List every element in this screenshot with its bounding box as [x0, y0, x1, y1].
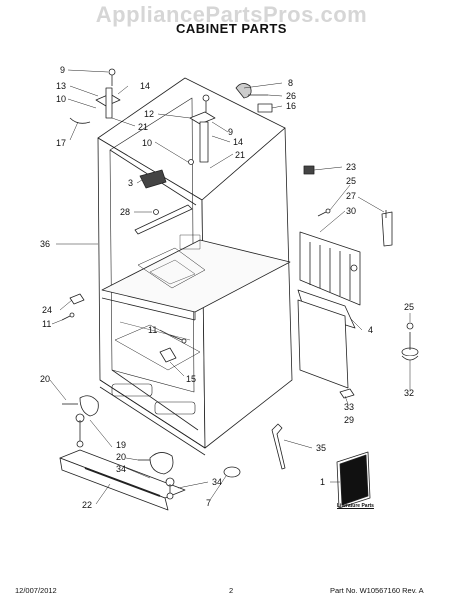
leader-lines [49, 69, 411, 505]
callout-20-a: 20 [40, 374, 50, 384]
callout-21-b: 21 [235, 150, 245, 160]
leveling-foot [401, 322, 419, 361]
callout-21-a: 21 [138, 122, 148, 132]
center-top-hinge [188, 94, 216, 165]
washer-ring [223, 466, 241, 478]
drain-part [159, 347, 177, 363]
literature-label: Literature Parts [337, 503, 374, 509]
screw-part [317, 208, 331, 217]
left-top-hinge [69, 68, 121, 124]
footer-date: 12/007/2012 [15, 586, 57, 595]
literature-booklet [336, 451, 371, 509]
hinge-wrench [271, 423, 286, 470]
callout-25-b: 25 [404, 302, 414, 312]
callout-16: 16 [286, 101, 296, 111]
callout-12: 12 [144, 109, 154, 119]
callout-28: 28 [120, 207, 130, 217]
callout-24: 24 [42, 305, 52, 315]
callout-9-a: 9 [60, 65, 65, 75]
callout-11-a: 11 [42, 319, 51, 329]
callout-9-b: 9 [228, 127, 233, 137]
callout-10-a: 10 [56, 94, 66, 104]
toe-grille [59, 449, 186, 511]
callout-33: 33 [344, 402, 354, 412]
callout-36: 36 [40, 239, 50, 249]
callout-29: 29 [344, 415, 354, 425]
callout-14-a: 14 [140, 81, 150, 91]
callout-13: 13 [56, 81, 66, 91]
rear-access-panel [299, 231, 361, 306]
callout-10-b: 10 [142, 138, 152, 148]
callout-8: 8 [288, 78, 293, 88]
footer-page: 2 [229, 586, 234, 595]
shelf-rail [134, 204, 201, 250]
callout-14-b: 14 [233, 137, 243, 147]
callout-11-b: 11 [148, 325, 157, 335]
callout-7: 7 [206, 498, 211, 508]
right-bottom-hinge [138, 452, 175, 500]
lower-access-panel [297, 289, 356, 389]
callout-30: 30 [346, 206, 356, 216]
callout-4: 4 [368, 325, 373, 335]
callout-20-b: 20 [116, 452, 126, 462]
callout-25-a: 25 [346, 176, 356, 186]
callout-15: 15 [186, 374, 196, 384]
footer-part-no: Part No. W10567160 Rev. A [330, 586, 424, 595]
callout-labels: 9 13 14 10 17 21 12 9 14 10 21 8 26 16 3… [40, 65, 414, 510]
clip-part [303, 165, 315, 175]
right-hinge-parts [235, 83, 273, 113]
page-title: CABINET PARTS [176, 21, 287, 36]
control-housing [139, 169, 167, 215]
callout-1: 1 [320, 477, 325, 487]
cabinet-body [97, 77, 293, 456]
center-screw [169, 334, 187, 344]
callout-32: 32 [404, 388, 414, 398]
callout-26: 26 [286, 91, 296, 101]
left-bottom-hinge [62, 395, 99, 448]
bracket-part [381, 210, 393, 247]
callout-34-a: 34 [116, 464, 126, 474]
callout-23: 23 [346, 162, 356, 172]
callout-34-b: 34 [212, 477, 222, 487]
watermark: AppliancePartsPros.com [95, 2, 368, 27]
small-bracket [339, 388, 355, 399]
callout-3: 3 [128, 178, 133, 188]
left-side-screws [61, 293, 85, 321]
callout-35: 35 [316, 443, 326, 453]
callout-27: 27 [346, 191, 356, 201]
callout-19: 19 [116, 440, 126, 450]
callout-22: 22 [82, 500, 92, 510]
callout-17: 17 [56, 138, 66, 148]
